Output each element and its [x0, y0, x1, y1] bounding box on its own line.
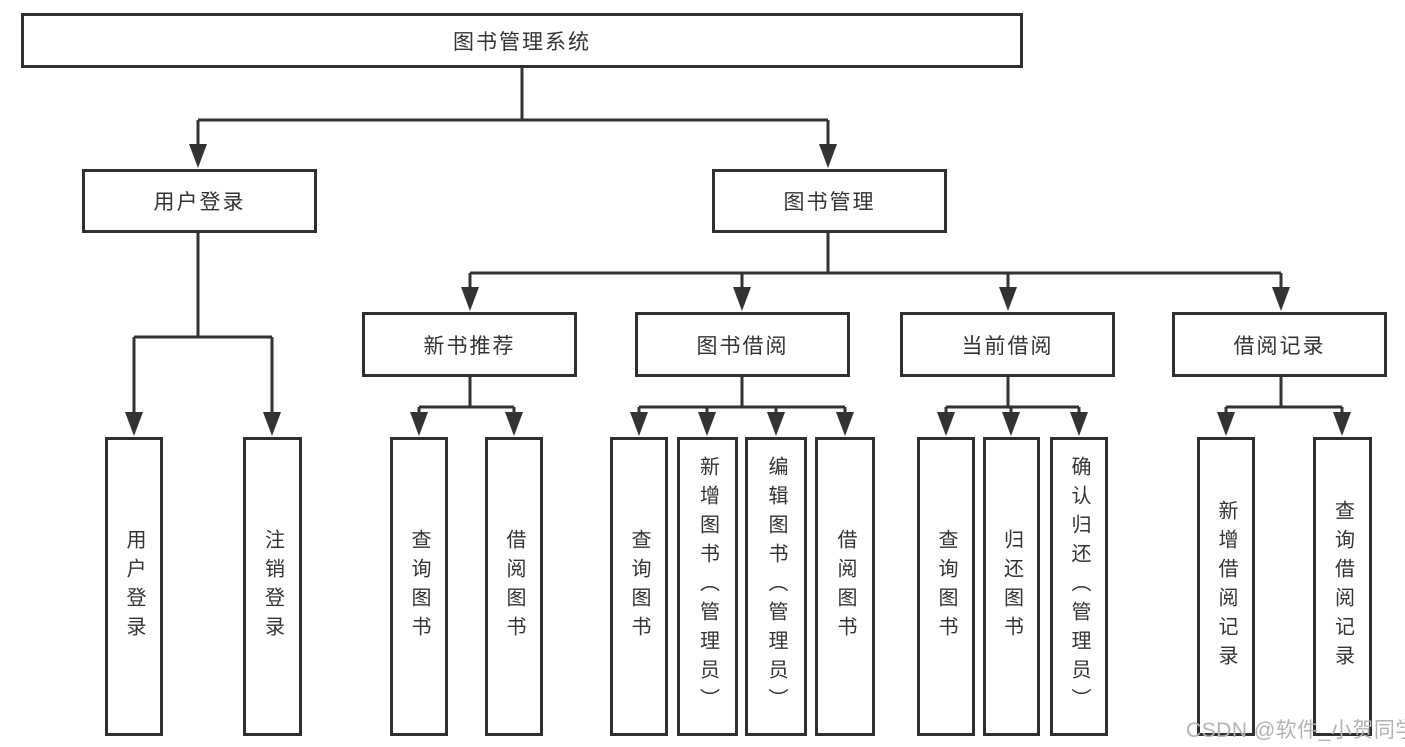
node-label: 借阅图书 — [834, 528, 856, 645]
node-label: 归还图书 — [1000, 528, 1023, 645]
node-label: 用户登录 — [123, 528, 145, 645]
watermark: CSDN @软件_小贺同学 — [1186, 719, 1405, 742]
leaf-br-query-record: 查询借阅记录 — [1313, 437, 1372, 736]
node-label: 图书管理 — [783, 191, 876, 214]
node-book-borrow: 图书借阅 — [635, 312, 850, 377]
node-label: 确认归还（管理员） — [1068, 456, 1090, 717]
node-label: 当前借阅 — [961, 334, 1054, 358]
node-label: 借阅图书 — [503, 528, 525, 645]
leaf-cb-return-books: 归还图书 — [983, 437, 1040, 736]
node-new-book-recommend: 新书推荐 — [362, 312, 577, 377]
node-label: 图书借阅 — [696, 334, 789, 358]
leaf-logout-login: 注销登录 — [243, 437, 302, 736]
leaf-user-login: 用户登录 — [105, 437, 163, 736]
node-label: 查询图书 — [408, 528, 430, 645]
leaf-bb-borrow-books: 借阅图书 — [815, 437, 875, 736]
leaf-bb-add-books-admin: 新增图书（管理员） — [677, 437, 738, 736]
node-borrow-records: 借阅记录 — [1172, 312, 1387, 377]
node-current-borrow: 当前借阅 — [900, 312, 1115, 377]
leaf-nb-query-books: 查询图书 — [390, 437, 448, 736]
node-label: 新增借阅记录 — [1215, 499, 1237, 674]
leaf-cb-query-books: 查询图书 — [917, 437, 975, 736]
leaf-bb-edit-books-admin: 编辑图书（管理员） — [745, 437, 807, 736]
node-label: 编辑图书（管理员） — [765, 456, 787, 717]
node-label: 查询图书 — [935, 528, 957, 645]
node-user-login: 用户登录 — [82, 169, 317, 233]
node-label: 注销登录 — [261, 528, 284, 645]
leaf-br-add-record: 新增借阅记录 — [1197, 437, 1255, 736]
node-label: 查询图书 — [628, 528, 650, 645]
leaf-nb-borrow-books: 借阅图书 — [485, 437, 543, 736]
node-library-system: 图书管理系统 — [21, 13, 1023, 68]
node-label: 用户登录 — [153, 191, 246, 214]
node-label: 新增图书（管理员） — [696, 456, 719, 717]
node-book-management: 图书管理 — [712, 169, 947, 233]
node-label: 借阅记录 — [1233, 334, 1326, 358]
leaf-bb-query-books: 查询图书 — [610, 437, 668, 736]
leaf-cb-confirm-return-admin: 确认归还（管理员） — [1050, 437, 1108, 736]
node-label: 新书推荐 — [423, 334, 516, 358]
node-label: 查询借阅记录 — [1331, 499, 1354, 674]
node-label: 图书管理系统 — [453, 30, 591, 54]
